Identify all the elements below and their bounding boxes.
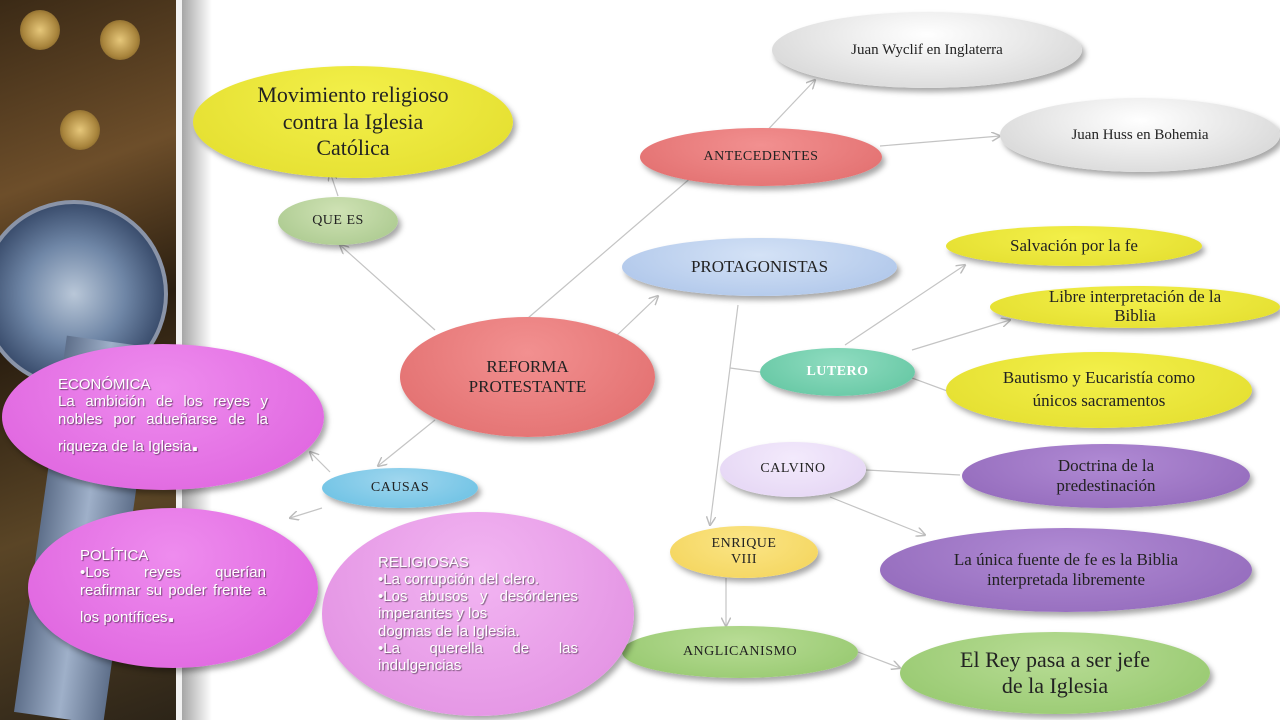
- coin-image: [20, 10, 60, 50]
- economica-title: ECONÓMICA: [58, 376, 151, 394]
- definition-text: Movimiento religioso contra la Iglesia C…: [257, 82, 449, 161]
- protagonistas-label: PROTAGONISTAS: [690, 256, 829, 276]
- huss-text: Juan Huss en Bohemia: [1071, 127, 1209, 143]
- bautismo-text: Bautismo y Eucaristía como únicos sacram…: [1002, 368, 1196, 410]
- connector-protagonistas-enrique: [710, 304, 739, 525]
- connector-causas-politica: [290, 507, 323, 518]
- connector-center-queres: [340, 245, 436, 331]
- politica-title: POLÍTICA: [80, 547, 149, 565]
- connector-anglicanismo-rey: [857, 651, 900, 668]
- node-que-es: QUE ES: [278, 197, 398, 245]
- politica-text: Los reyes querían reafirmar su poder fre…: [80, 564, 266, 626]
- node-predestinacion: Doctrina de la predestinación: [962, 444, 1250, 508]
- node-calvino: CALVINO: [720, 442, 866, 497]
- connector-calvino-unica: [829, 496, 925, 535]
- node-economica: ECONÓMICA La ambición de los reyes y nob…: [2, 344, 324, 490]
- antecedentes-label: ANTECEDENTES: [703, 148, 819, 164]
- connector-causas-economica: [310, 452, 331, 473]
- religiosas-list: La corrupción del clero. Los abusos y de…: [378, 571, 578, 675]
- libre-text: Libre interpretación de la Biblia: [1048, 287, 1222, 325]
- economica-text: La ambición de los reyes y nobles por ad…: [58, 393, 268, 455]
- religiosas-item: Los abusos y desórdenes imperantes y los: [378, 588, 578, 623]
- connector-lutero-libre: [911, 320, 1010, 351]
- rey-jefe-text: El Rey pasa a ser jefe de la Iglesia: [960, 646, 1150, 698]
- connector-antecedentes-huss: [879, 136, 1000, 147]
- node-anglicanismo: ANGLICANISMO: [622, 626, 858, 678]
- wyclif-text: Juan Wyclif en Inglaterra: [851, 42, 1003, 58]
- politica-item: Los reyes querían reafirmar su poder fre…: [80, 564, 266, 628]
- node-lutero: LUTERO: [760, 348, 915, 396]
- node-enrique-viii: ENRIQUE VIII: [670, 526, 818, 578]
- economica-end-dot: .: [191, 426, 199, 457]
- salvacion-text: Salvación por la fe: [1010, 235, 1138, 255]
- node-salvacion: Salvación por la fe: [946, 226, 1202, 266]
- unica-fuente-text: La única fuente de fe es la Biblia inter…: [953, 549, 1179, 589]
- node-huss: Juan Huss en Bohemia: [1000, 98, 1280, 172]
- node-libre-interpretacion: Libre interpretación de la Biblia: [990, 286, 1280, 328]
- coin-image: [60, 110, 100, 150]
- anglicanismo-label: ANGLICANISMO: [682, 643, 798, 659]
- node-causas: CAUSAS: [322, 468, 478, 508]
- node-politica: POLÍTICA Los reyes querían reafirmar su …: [28, 508, 318, 668]
- religiosas-item: La querella de las indulgencias: [378, 640, 578, 675]
- connector-center-causas: [378, 419, 436, 466]
- que-es-label: QUE ES: [312, 212, 364, 228]
- calvino-label: CALVINO: [760, 461, 826, 477]
- node-protagonistas: PROTAGONISTAS: [622, 238, 897, 296]
- causas-label: CAUSAS: [370, 479, 430, 495]
- religiosas-item-continued: dogmas de la Iglesia.: [378, 622, 520, 640]
- center-node-reforma: REFORMA PROTESTANTE: [400, 317, 655, 437]
- node-religiosas: RELIGIOSAS La corrupción del clero. Los …: [322, 512, 634, 716]
- religiosas-title: RELIGIOSAS: [378, 553, 469, 571]
- node-wyclif: Juan Wyclif en Inglaterra: [772, 12, 1082, 88]
- religiosas-item: La corrupción del clero.: [378, 571, 578, 588]
- connector-center-protagonistas: [611, 296, 658, 341]
- node-rey-jefe: El Rey pasa a ser jefe de la Iglesia: [900, 632, 1210, 714]
- center-label: REFORMA PROTESTANTE: [468, 356, 587, 396]
- node-antecedentes: ANTECEDENTES: [640, 128, 882, 186]
- politica-end-dot: .: [167, 597, 175, 628]
- connector-lutero-bautismo: [911, 377, 951, 393]
- node-definition: Movimiento religioso contra la Iglesia C…: [193, 66, 513, 178]
- connector-protagonistas-lutero: [729, 367, 761, 373]
- connector-lutero-salvacion: [844, 265, 965, 346]
- node-unica-fuente: La única fuente de fe es la Biblia inter…: [880, 528, 1252, 612]
- node-bautismo: Bautismo y Eucaristía como únicos sacram…: [946, 352, 1252, 428]
- politica-list: Los reyes querían reafirmar su poder fre…: [80, 564, 266, 628]
- connector-center-antecedentes: [527, 169, 701, 319]
- coin-image: [100, 20, 140, 60]
- predestinacion-text: Doctrina de la predestinación: [1056, 455, 1156, 495]
- lutero-label: LUTERO: [806, 363, 869, 379]
- enrique-label: ENRIQUE VIII: [711, 535, 777, 567]
- connector-calvino-doctrina: [865, 469, 961, 476]
